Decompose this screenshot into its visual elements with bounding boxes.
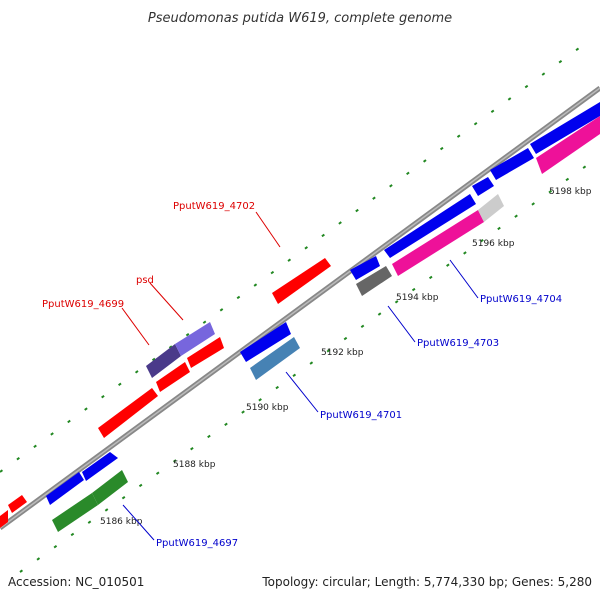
gene-label[interactable]: PputW619_4699 <box>42 299 124 310</box>
gene-label[interactable]: psd <box>136 275 154 286</box>
purple-feature[interactable] <box>146 344 181 378</box>
label-leader-lines <box>121 211 479 541</box>
genome-backbone <box>0 85 600 531</box>
cds-feature[interactable] <box>0 510 8 528</box>
steelblue-feature[interactable] <box>250 337 300 380</box>
gene-label[interactable]: PputW619_4702 <box>173 201 255 212</box>
kbp-label: 5198 kbp <box>549 187 592 197</box>
grey-feature[interactable] <box>478 194 504 222</box>
cds-feature[interactable] <box>156 362 190 392</box>
misc-feature[interactable] <box>356 266 392 296</box>
cds-feature[interactable] <box>46 472 84 505</box>
rrna-feature[interactable] <box>392 210 484 276</box>
gene-label[interactable]: PputW619_4703 <box>417 338 499 349</box>
cds-feature[interactable] <box>472 177 494 196</box>
cds-feature[interactable] <box>98 388 158 438</box>
kbp-label: 5192 kbp <box>321 348 364 358</box>
rrna-feature[interactable] <box>536 116 600 174</box>
kbp-label: 5190 kbp <box>246 403 289 413</box>
outer-tick-track <box>0 39 591 473</box>
cds-feature[interactable] <box>272 258 331 304</box>
cds-feature[interactable] <box>8 495 27 513</box>
cds-feature[interactable] <box>530 102 600 154</box>
cds-feature[interactable] <box>82 452 118 481</box>
gene-label[interactable]: PputW619_4701 <box>320 410 402 421</box>
inner-tick-track <box>19 155 600 573</box>
cds-feature[interactable] <box>187 337 224 368</box>
trna-feature[interactable] <box>92 470 128 505</box>
cds-feature[interactable] <box>384 194 476 258</box>
genome-summary-text: Topology: circular; Length: 5,774,330 bp… <box>261 575 592 589</box>
gene-label[interactable]: PputW619_4704 <box>480 294 562 305</box>
kbp-label: 5196 kbp <box>472 239 515 249</box>
accession-text: Accession: NC_010501 <box>8 575 144 589</box>
trna-feature[interactable] <box>52 493 98 532</box>
kbp-label: 5188 kbp <box>173 460 216 470</box>
kbp-label: 5194 kbp <box>396 293 439 303</box>
cds-feature[interactable] <box>490 148 534 180</box>
reverse-strand-features <box>52 116 600 532</box>
map-title: Pseudomonas putida W619, complete genome <box>148 11 452 26</box>
cds-feature[interactable] <box>350 256 380 280</box>
kbp-labels: 5186 kbp 5188 kbp 5190 kbp 5192 kbp 5194… <box>100 187 592 527</box>
kbp-label: 5186 kbp <box>100 517 143 527</box>
forward-strand-features <box>0 102 600 528</box>
gene-label[interactable]: PputW619_4697 <box>156 538 238 549</box>
purple-feature[interactable] <box>175 322 215 356</box>
gene-labels: PputW619_4702 psd PputW619_4699 PputW619… <box>42 201 562 549</box>
cds-feature[interactable] <box>240 322 291 362</box>
